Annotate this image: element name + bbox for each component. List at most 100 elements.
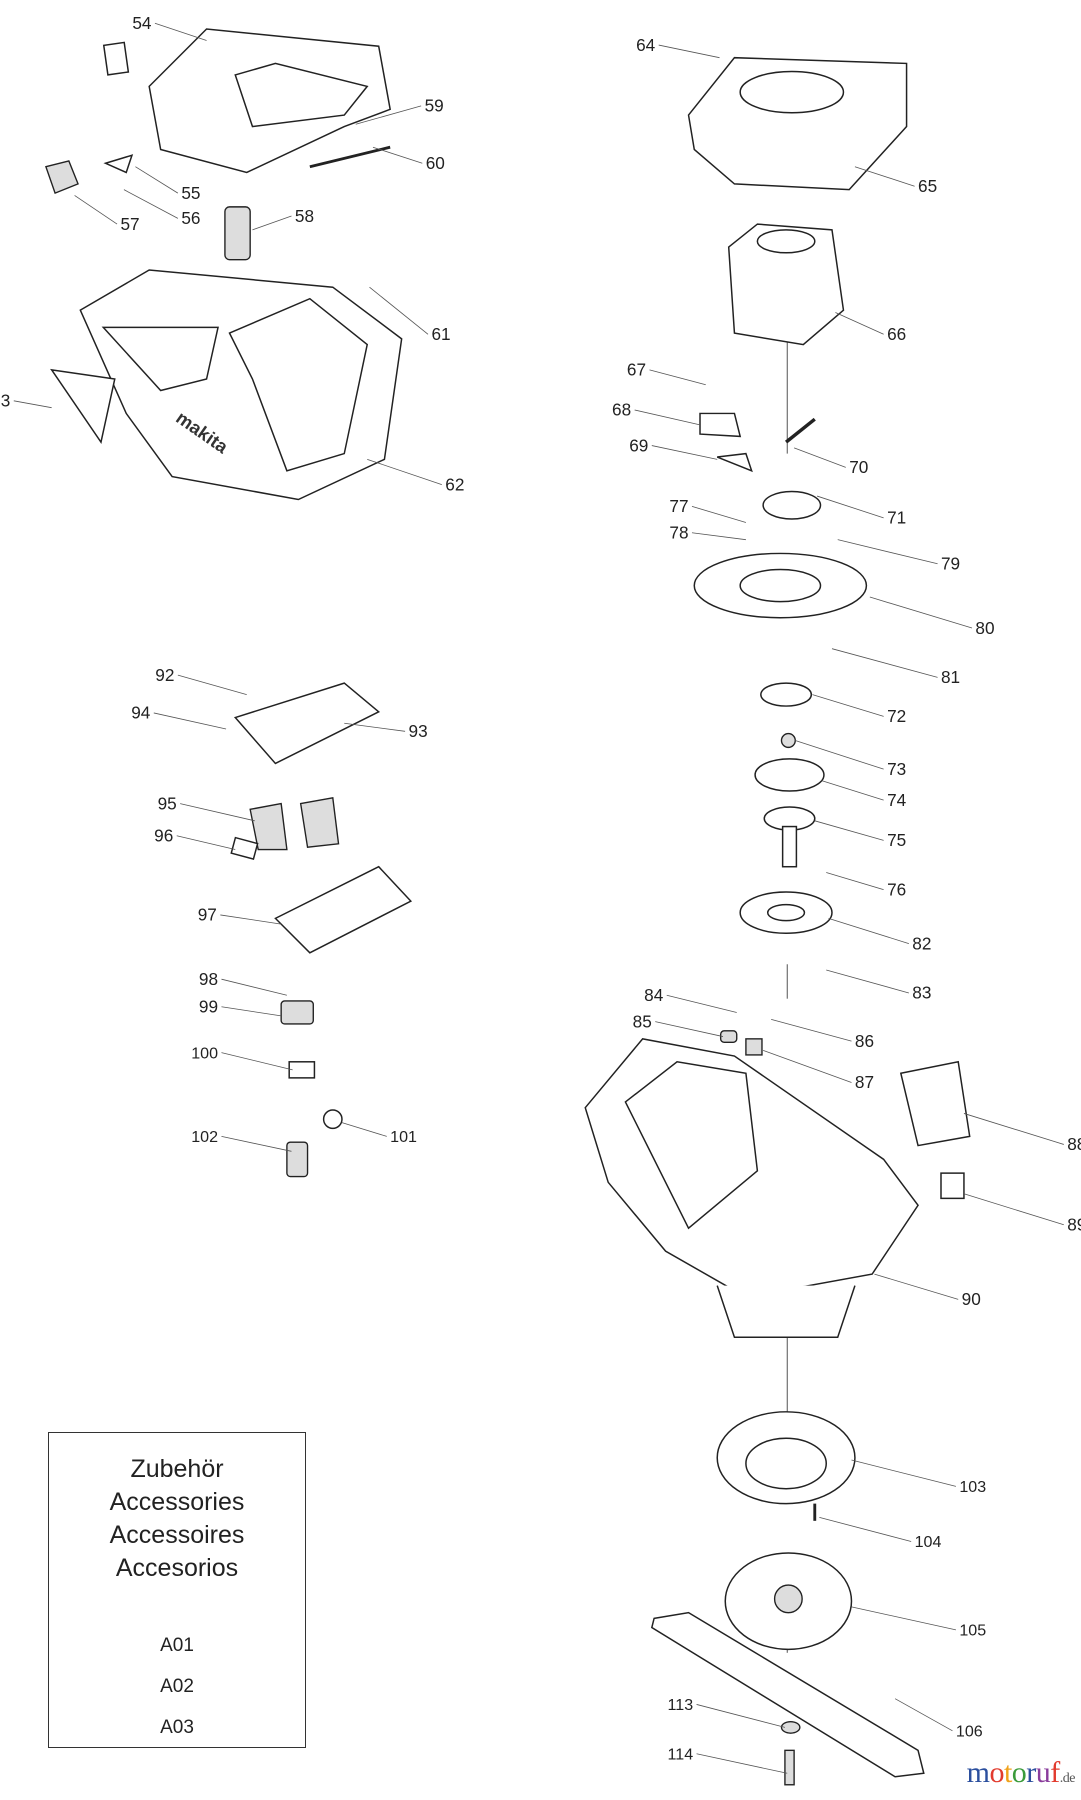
callout-85[interactable]: 85 xyxy=(633,1011,724,1037)
part-number-label[interactable]: 86 xyxy=(855,1031,874,1051)
part-number-label[interactable]: 78 xyxy=(669,523,688,543)
callout-71[interactable]: 71 xyxy=(816,495,906,528)
callout-84[interactable]: 84 xyxy=(644,985,737,1013)
part-number-label[interactable]: 68 xyxy=(612,400,631,420)
part-number-label[interactable]: 80 xyxy=(975,618,994,638)
part-number-label[interactable]: 84 xyxy=(644,985,664,1005)
callout-106[interactable]: 106 xyxy=(894,1698,983,1741)
part-number-label[interactable]: 75 xyxy=(887,830,906,850)
callout-103[interactable]: 103 xyxy=(851,1459,986,1496)
callout-105[interactable]: 105 xyxy=(851,1606,986,1640)
callout-83[interactable]: 83 xyxy=(826,969,931,1003)
callout-59[interactable]: 59 xyxy=(355,96,444,125)
accessory-code[interactable]: A03 xyxy=(160,1717,194,1738)
part-number-label[interactable]: 106 xyxy=(956,1723,983,1741)
part-number-label[interactable]: 63 xyxy=(0,391,10,411)
accessory-code[interactable]: A02 xyxy=(160,1676,194,1697)
part-number-label[interactable]: 58 xyxy=(295,206,314,226)
part-number-label[interactable]: 76 xyxy=(887,879,906,899)
callout-61[interactable]: 61 xyxy=(369,286,451,344)
part-number-label[interactable]: 79 xyxy=(941,554,960,574)
part-number-label[interactable]: 100 xyxy=(191,1044,218,1062)
callout-90[interactable]: 90 xyxy=(874,1273,981,1309)
callout-64[interactable]: 64 xyxy=(636,35,720,59)
callout-102[interactable]: 102 xyxy=(191,1128,292,1152)
part-number-label[interactable]: 77 xyxy=(669,496,688,516)
callout-74[interactable]: 74 xyxy=(821,780,907,810)
part-number-label[interactable]: 82 xyxy=(912,933,931,953)
part-number-label[interactable]: 101 xyxy=(390,1128,417,1146)
callout-88[interactable]: 88 xyxy=(963,1113,1081,1154)
callout-77[interactable]: 77 xyxy=(669,496,747,523)
callout-114[interactable]: 114 xyxy=(668,1746,788,1774)
callout-97[interactable]: 97 xyxy=(198,905,282,925)
callout-79[interactable]: 79 xyxy=(837,539,960,574)
part-number-label[interactable]: 98 xyxy=(199,969,218,989)
part-number-label[interactable]: 114 xyxy=(668,1746,694,1764)
part-number-label[interactable]: 70 xyxy=(849,457,868,477)
callout-76[interactable]: 76 xyxy=(826,872,906,899)
part-number-label[interactable]: 97 xyxy=(198,905,217,925)
accessory-code[interactable]: A01 xyxy=(160,1635,194,1656)
callout-65[interactable]: 65 xyxy=(854,166,937,196)
callout-58[interactable]: 58 xyxy=(252,206,314,231)
callout-69[interactable]: 69 xyxy=(629,435,718,460)
part-number-label[interactable]: 74 xyxy=(887,790,907,810)
callout-101[interactable]: 101 xyxy=(341,1122,417,1147)
callout-70[interactable]: 70 xyxy=(793,447,868,477)
part-number-label[interactable]: 83 xyxy=(912,983,931,1003)
callout-63[interactable]: 63 xyxy=(0,391,52,411)
part-number-label[interactable]: 65 xyxy=(918,176,937,196)
part-number-label[interactable]: 93 xyxy=(409,721,428,741)
part-number-label[interactable]: 64 xyxy=(636,35,656,55)
callout-100[interactable]: 100 xyxy=(191,1044,293,1071)
callout-95[interactable]: 95 xyxy=(158,793,255,822)
part-number-label[interactable]: 62 xyxy=(445,474,464,494)
part-number-label[interactable]: 92 xyxy=(155,665,174,685)
callout-60[interactable]: 60 xyxy=(372,146,445,173)
part-number-label[interactable]: 67 xyxy=(627,360,646,380)
part-number-label[interactable]: 81 xyxy=(941,667,960,687)
part-number-label[interactable]: 56 xyxy=(181,208,200,228)
callout-72[interactable]: 72 xyxy=(812,694,906,727)
callout-57[interactable]: 57 xyxy=(74,195,140,234)
part-number-label[interactable]: 96 xyxy=(154,825,173,845)
callout-62[interactable]: 62 xyxy=(367,458,464,494)
part-number-label[interactable]: 60 xyxy=(426,153,445,173)
part-number-label[interactable]: 69 xyxy=(629,435,648,455)
callout-68[interactable]: 68 xyxy=(612,400,701,426)
callout-82[interactable]: 82 xyxy=(828,917,932,953)
part-number-label[interactable]: 105 xyxy=(959,1622,986,1640)
callout-67[interactable]: 67 xyxy=(627,360,706,386)
part-number-label[interactable]: 54 xyxy=(132,13,152,33)
part-number-label[interactable]: 61 xyxy=(431,324,450,344)
callout-86[interactable]: 86 xyxy=(771,1018,874,1051)
part-number-label[interactable]: 90 xyxy=(962,1289,981,1309)
part-number-label[interactable]: 113 xyxy=(668,1696,694,1714)
part-number-label[interactable]: 99 xyxy=(199,996,218,1016)
part-number-label[interactable]: 72 xyxy=(887,706,906,726)
callout-92[interactable]: 92 xyxy=(155,665,247,695)
callout-99[interactable]: 99 xyxy=(199,996,282,1016)
callout-56[interactable]: 56 xyxy=(123,189,201,228)
part-number-label[interactable]: 57 xyxy=(120,214,139,234)
part-number-label[interactable]: 95 xyxy=(158,793,177,813)
part-number-label[interactable]: 89 xyxy=(1067,1214,1081,1234)
callout-96[interactable]: 96 xyxy=(154,825,236,850)
callout-54[interactable]: 54 xyxy=(132,13,207,41)
part-number-label[interactable]: 94 xyxy=(131,703,151,723)
part-number-label[interactable]: 71 xyxy=(887,508,906,528)
callout-89[interactable]: 89 xyxy=(963,1193,1081,1235)
part-number-label[interactable]: 66 xyxy=(887,324,906,344)
part-number-label[interactable]: 59 xyxy=(425,96,444,116)
part-number-label[interactable]: 73 xyxy=(887,759,906,779)
part-number-label[interactable]: 85 xyxy=(633,1011,652,1031)
part-number-label[interactable]: 103 xyxy=(959,1478,986,1496)
part-number-label[interactable]: 102 xyxy=(191,1128,218,1146)
callout-66[interactable]: 66 xyxy=(835,312,906,344)
callout-78[interactable]: 78 xyxy=(669,523,746,543)
callout-55[interactable]: 55 xyxy=(135,166,200,203)
part-number-label[interactable]: 88 xyxy=(1067,1134,1081,1154)
callout-93[interactable]: 93 xyxy=(344,721,428,741)
part-number-label[interactable]: 55 xyxy=(181,183,200,203)
